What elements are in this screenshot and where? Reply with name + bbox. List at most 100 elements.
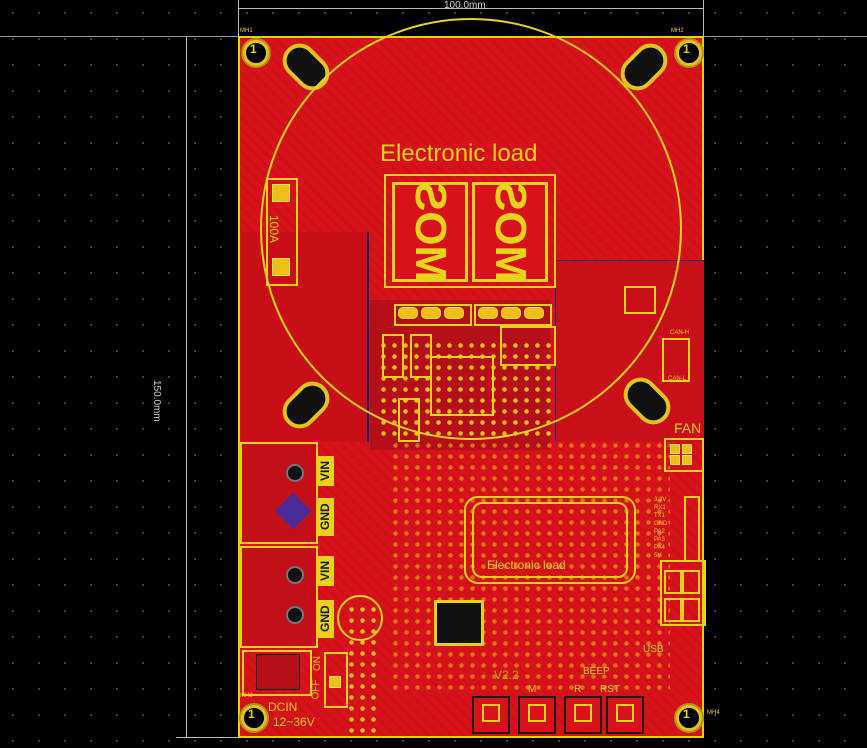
pin-label: PA3 bbox=[654, 537, 665, 543]
power-switch-knob bbox=[329, 676, 341, 688]
terminal-block-bottom[interactable] bbox=[240, 546, 318, 648]
button-r[interactable] bbox=[564, 696, 602, 734]
board-title-middle: Electronic load bbox=[487, 558, 566, 572]
fan-pin-2[interactable] bbox=[682, 444, 692, 454]
usb-pad-4 bbox=[682, 598, 700, 622]
chip-u1[interactable] bbox=[500, 326, 556, 366]
pin-label: 3.3V bbox=[654, 497, 667, 503]
dcin-label: DCIN bbox=[268, 700, 298, 714]
gnd-bottom-label: GND bbox=[316, 600, 334, 638]
dc-jack[interactable] bbox=[242, 650, 312, 696]
button-m-label: M bbox=[528, 684, 537, 695]
mounting-hole-bottom-right-number: 1 bbox=[683, 707, 690, 721]
mos-left-pad-2[interactable] bbox=[421, 307, 441, 319]
can-connector[interactable] bbox=[662, 338, 690, 382]
dc-jack-pad bbox=[256, 654, 300, 690]
fan-connector[interactable] bbox=[664, 438, 704, 472]
can-h-label: CAN-H bbox=[670, 330, 689, 336]
mosfet-right-label: MOS bbox=[486, 181, 536, 283]
pin-label: RX1 bbox=[654, 505, 666, 511]
pin-strip bbox=[346, 604, 382, 734]
shunt-resistor-label: 100A bbox=[267, 214, 282, 244]
mosfet-left-label: MOS bbox=[406, 181, 456, 283]
mounting-hole-top-left[interactable] bbox=[243, 40, 269, 66]
gnd-top-label: GND bbox=[316, 498, 334, 536]
mos-left-pads bbox=[394, 304, 472, 326]
mos-left-pad-3[interactable] bbox=[444, 307, 464, 319]
button-rst[interactable] bbox=[606, 696, 644, 734]
capacitor-c2[interactable] bbox=[410, 334, 432, 378]
pin-header[interactable] bbox=[684, 496, 700, 562]
mounting-hole-bottom-left-number: 1 bbox=[248, 707, 255, 721]
terminal-block-top[interactable] bbox=[240, 442, 318, 544]
mos-right-pad-3[interactable] bbox=[524, 307, 544, 319]
ref-tr: MH2 bbox=[671, 28, 684, 34]
mcu-chip[interactable] bbox=[434, 600, 484, 646]
fan-label: FAN bbox=[674, 420, 702, 436]
module-outline bbox=[464, 496, 636, 584]
button-m[interactable] bbox=[518, 696, 556, 734]
button-1[interactable] bbox=[472, 696, 510, 734]
button-r-label: R bbox=[574, 684, 582, 695]
dimension-horizontal-ext-left bbox=[238, 0, 239, 36]
mounting-hole-bottom-right[interactable] bbox=[676, 705, 702, 731]
terminal-screw-bottom-2[interactable] bbox=[286, 606, 304, 624]
mounting-hole-top-right[interactable] bbox=[676, 40, 702, 66]
shunt-pad-bottom[interactable] bbox=[272, 258, 290, 276]
can-l-label: CAN-L bbox=[668, 376, 687, 382]
fan-pin-1[interactable] bbox=[670, 444, 680, 454]
dimension-vertical bbox=[186, 36, 187, 738]
switch-on-label: ON bbox=[312, 656, 323, 671]
chip-u2[interactable] bbox=[430, 356, 494, 416]
dimension-vertical-ext-bottom bbox=[176, 737, 238, 738]
pin-label: PA2 bbox=[654, 529, 665, 535]
module-outline-inner bbox=[472, 502, 628, 578]
version-label: V2.2 bbox=[494, 668, 519, 682]
fan-pin-4[interactable] bbox=[682, 455, 692, 465]
beep-label: BEEP bbox=[583, 666, 610, 677]
mos-outline bbox=[384, 174, 556, 288]
board-title-top: Electronic load bbox=[380, 140, 538, 167]
shunt-pad-top[interactable] bbox=[272, 184, 290, 202]
terminal-screw-top[interactable] bbox=[286, 464, 304, 482]
usb-pad-1 bbox=[664, 570, 682, 594]
button-rst-label: RST bbox=[600, 684, 620, 695]
dimension-width-label: 100.0mm bbox=[444, 0, 486, 11]
pin-header-labels: 3.3V RX1 TX1 GND PA2 PA3 PA4 5V bbox=[654, 496, 684, 560]
usb-pad-2 bbox=[682, 570, 700, 594]
pin-label: TX1 bbox=[654, 513, 666, 519]
mos-right-pad-2[interactable] bbox=[501, 307, 521, 319]
ref-bl: MH3 bbox=[240, 693, 253, 699]
dimension-horizontal-ext-right bbox=[703, 0, 704, 36]
chip-u3[interactable] bbox=[398, 398, 420, 442]
mounting-hole-bottom-left[interactable] bbox=[241, 705, 267, 731]
can-chip[interactable] bbox=[624, 286, 656, 314]
mosfet-left[interactable]: MOS bbox=[392, 182, 468, 282]
copper-pour-right bbox=[555, 260, 704, 441]
fan-pin-3[interactable] bbox=[670, 455, 680, 465]
terminal-screw-bottom[interactable] bbox=[286, 566, 304, 584]
mosfet-right[interactable]: MOS bbox=[472, 182, 548, 282]
pin-label: PA4 bbox=[654, 545, 665, 551]
dimension-horizontal bbox=[238, 8, 704, 9]
usb-pad-3 bbox=[664, 598, 682, 622]
mounting-hole-top-right-number: 1 bbox=[683, 42, 690, 56]
dimension-height-label: 150.0mm bbox=[151, 380, 162, 422]
mos-left-pad-1[interactable] bbox=[398, 307, 418, 319]
voltage-range-label: 12~36V bbox=[273, 715, 315, 729]
mounting-hole-top-left-number: 1 bbox=[250, 42, 257, 56]
heatsink-outline bbox=[260, 18, 682, 440]
ref-br: MH4 bbox=[707, 710, 720, 716]
mos-right-pad-1[interactable] bbox=[478, 307, 498, 319]
shunt-resistor[interactable] bbox=[266, 178, 298, 286]
via-field-lower bbox=[390, 440, 670, 690]
usb-connector[interactable] bbox=[660, 560, 706, 626]
pin-label: 5V bbox=[654, 553, 662, 559]
ref-tl: MH1 bbox=[240, 28, 253, 34]
switch-off-label: OFF bbox=[310, 679, 322, 700]
capacitor-c1[interactable] bbox=[382, 334, 404, 378]
mos-right-pads bbox=[474, 304, 552, 326]
vin-top-label: VIN bbox=[316, 456, 334, 486]
usb-label: USB bbox=[643, 644, 664, 655]
vin-bottom-label: VIN bbox=[316, 556, 334, 586]
